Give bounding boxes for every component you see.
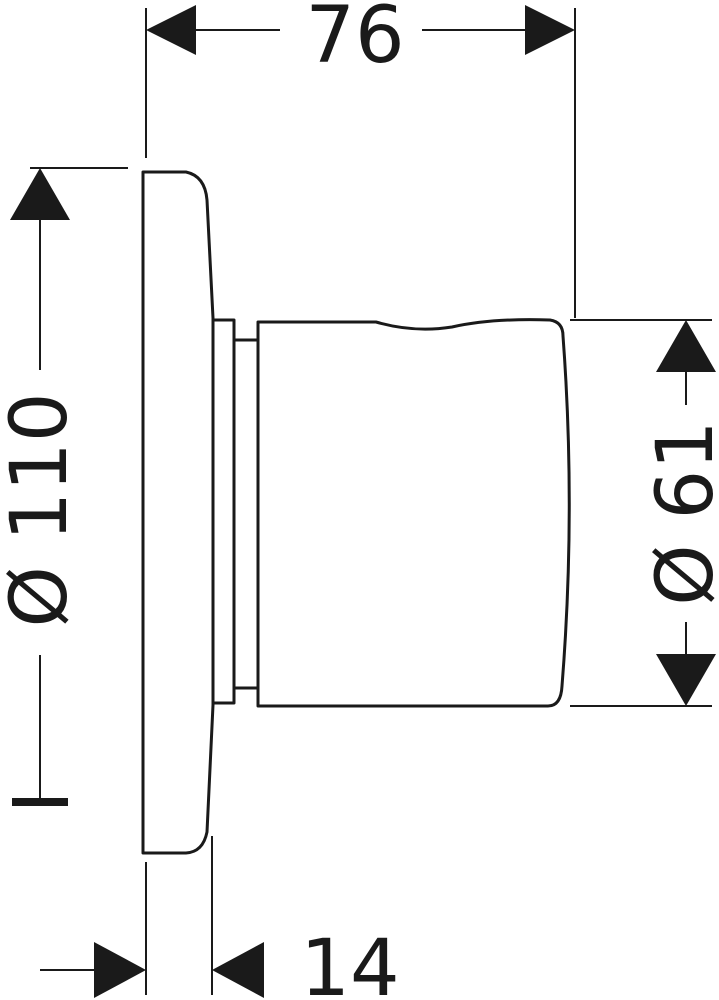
dimension-label-handle-diameter: Ø 61 (641, 420, 719, 605)
rosette-plate (141, 170, 215, 855)
dimension-label-plate-diameter: Ø 110 (0, 392, 85, 627)
dimension-label-width: 76 (305, 0, 404, 81)
arrow-down (656, 654, 716, 706)
part-outline (141, 170, 571, 855)
handle-knob (256, 318, 571, 708)
end-tick-bottom (12, 798, 68, 806)
arrow-up (656, 320, 716, 372)
dimension-plate-depth: 14 (40, 836, 400, 1000)
dimension-label-plate-depth: 14 (300, 924, 399, 1000)
arrow-up (10, 168, 70, 220)
arrow-right (525, 5, 575, 55)
arrow-right (94, 942, 146, 998)
collar-ring (211, 318, 236, 705)
arrow-left (212, 942, 264, 998)
dimension-handle-diameter: Ø 61 (570, 319, 719, 707)
dimension-plate-diameter: Ø 110 (0, 167, 128, 806)
arrow-left (146, 5, 196, 55)
spacer-ring (232, 338, 260, 690)
dimension-width: 76 (145, 0, 576, 318)
